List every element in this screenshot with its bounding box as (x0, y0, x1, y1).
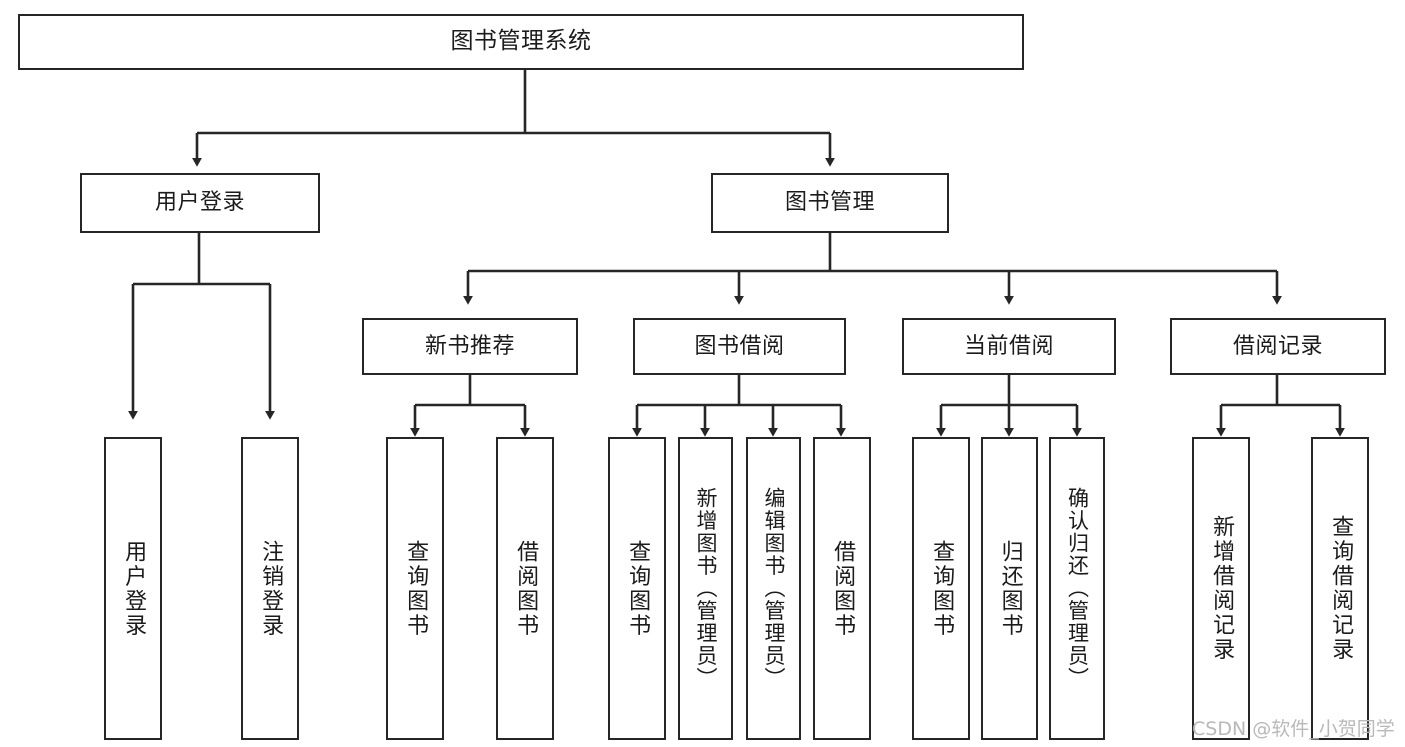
node-book-borrow-label: 图书借阅 (694, 333, 785, 359)
node-leaf-user-login[interactable]: 用户登录 (104, 437, 162, 740)
node-leaf-borrow-book-1[interactable]: 借阅图书 (496, 437, 554, 740)
node-leaf-query-book-1-label: 查询图书 (403, 539, 429, 638)
node-leaf-borrow-book-1-label: 借阅图书 (513, 539, 539, 638)
node-leaf-confirm-return-label: 确认归还（管理员） (1065, 487, 1090, 690)
node-leaf-query-borrow-record-label: 查询借阅记录 (1328, 515, 1354, 662)
node-borrow-record[interactable]: 借阅记录 (1170, 318, 1386, 375)
node-leaf-borrow-book-2-label: 借阅图书 (830, 539, 856, 638)
node-book-management[interactable]: 图书管理 (711, 173, 949, 233)
node-new-book-recommend-label: 新书推荐 (424, 333, 515, 359)
node-leaf-add-book[interactable]: 新增图书（管理员） (678, 437, 733, 740)
node-borrow-record-label: 借阅记录 (1232, 333, 1323, 359)
node-leaf-query-book-1[interactable]: 查询图书 (386, 437, 444, 740)
node-new-book-recommend[interactable]: 新书推荐 (362, 318, 578, 375)
node-root-label: 图书管理系统 (450, 28, 592, 55)
node-current-borrow-label: 当前借阅 (963, 333, 1054, 359)
node-leaf-user-login-label: 用户登录 (121, 539, 147, 638)
node-book-borrow[interactable]: 图书借阅 (633, 318, 846, 375)
node-leaf-query-borrow-record[interactable]: 查询借阅记录 (1311, 437, 1369, 740)
node-leaf-query-book-2[interactable]: 查询图书 (608, 437, 666, 740)
node-user-login[interactable]: 用户登录 (80, 173, 320, 233)
node-leaf-query-book-2-label: 查询图书 (625, 539, 651, 638)
node-leaf-return-book-label: 归还图书 (997, 539, 1023, 638)
node-leaf-add-borrow-record[interactable]: 新增借阅记录 (1192, 437, 1250, 740)
node-leaf-borrow-book-2[interactable]: 借阅图书 (813, 437, 871, 740)
node-root[interactable]: 图书管理系统 (18, 14, 1024, 70)
node-current-borrow[interactable]: 当前借阅 (902, 318, 1116, 375)
node-leaf-add-borrow-record-label: 新增借阅记录 (1209, 515, 1235, 662)
node-leaf-query-book-3[interactable]: 查询图书 (912, 437, 970, 740)
node-book-management-label: 图书管理 (784, 190, 875, 216)
node-leaf-edit-book-label: 编辑图书（管理员） (761, 487, 786, 690)
node-leaf-query-book-3-label: 查询图书 (929, 539, 955, 638)
node-leaf-user-logout[interactable]: 注销登录 (241, 437, 299, 740)
node-user-login-label: 用户登录 (154, 190, 245, 216)
node-leaf-confirm-return[interactable]: 确认归还（管理员） (1049, 437, 1105, 740)
node-leaf-user-logout-label: 注销登录 (258, 539, 284, 638)
node-leaf-edit-book[interactable]: 编辑图书（管理员） (746, 437, 801, 740)
node-leaf-return-book[interactable]: 归还图书 (981, 437, 1038, 740)
node-leaf-add-book-label: 新增图书（管理员） (693, 487, 718, 690)
